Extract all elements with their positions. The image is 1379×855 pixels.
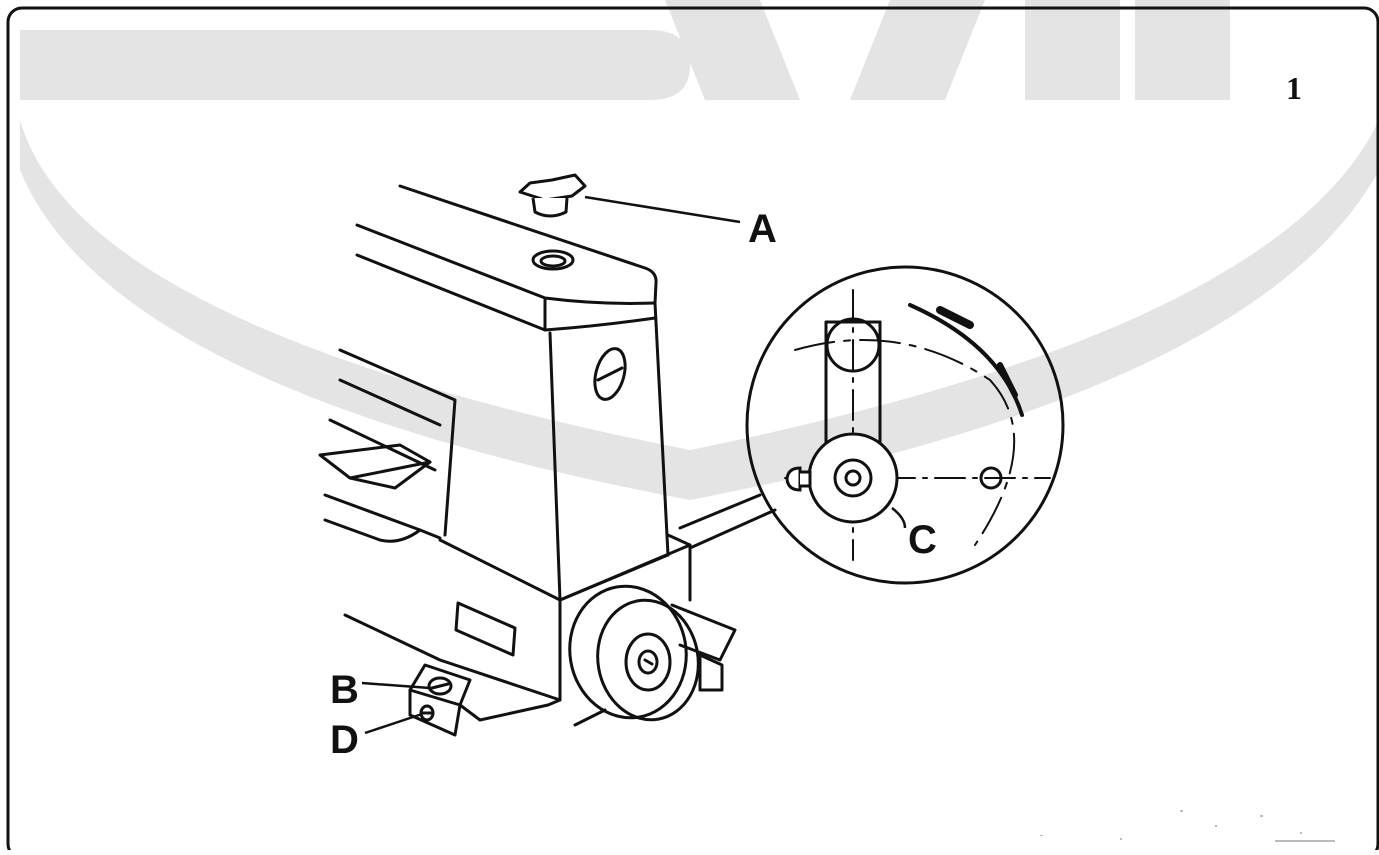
leader-c	[891, 507, 907, 529]
face-plate	[338, 348, 457, 537]
machine-body	[318, 184, 737, 737]
head-front-right-edge	[653, 301, 670, 557]
handwheel-hub	[624, 632, 672, 692]
detail-leader-lower	[688, 508, 777, 550]
watermark-letter-bar-left	[20, 30, 690, 100]
handwheel-center	[637, 649, 659, 675]
face-plate-line-1	[338, 378, 442, 427]
oil-hole	[531, 249, 575, 271]
base-nameplate	[454, 601, 517, 657]
base-edge-under-wheel	[573, 708, 607, 727]
scan-noise	[1040, 810, 1335, 842]
callout-leaders	[361, 195, 907, 735]
arm-lower-edge	[355, 253, 657, 332]
detail-leader-upper	[678, 493, 762, 530]
callout-c: C	[908, 518, 937, 562]
watermark-letter-v-left	[665, 0, 800, 100]
bed-lip	[323, 518, 422, 543]
oil-hole-inner	[539, 254, 567, 268]
callout-d: D	[330, 718, 359, 762]
detail-view	[678, 265, 1065, 585]
watermark-logo	[20, 0, 1379, 500]
foot-pad	[698, 653, 724, 692]
bed-front-line	[323, 493, 442, 540]
detail-scale-mark-1	[936, 306, 974, 329]
face-plate-line-2	[328, 418, 437, 472]
callout-b: B	[330, 668, 359, 712]
leader-b	[361, 681, 431, 690]
detail-scale-arc	[908, 303, 1024, 417]
base-top-edge	[558, 543, 692, 602]
head-front-left-edge	[548, 331, 562, 602]
oil-cap	[518, 173, 587, 218]
screw-b-slot	[430, 682, 450, 690]
leader-a	[584, 195, 741, 224]
watermark-letter-v-right	[850, 0, 985, 100]
detail-set-screw-shank	[798, 470, 812, 488]
bracket	[670, 603, 737, 662]
detail-eccentric-center	[844, 469, 862, 487]
base-right-edge	[666, 533, 692, 602]
detail-eccentric-ring	[833, 458, 873, 498]
detail-dash-arc	[794, 339, 1016, 546]
bobbin-cover-lower	[348, 460, 432, 490]
oil-cap-top	[518, 173, 587, 202]
leader-d	[364, 712, 423, 735]
frame-border	[6, 6, 1379, 855]
handwheel-slot	[643, 658, 654, 666]
head-screw	[593, 347, 627, 401]
watermark-swoosh	[20, 120, 1379, 500]
detail-circle	[745, 265, 1065, 585]
detail-scale-mark-2	[997, 362, 1018, 398]
arm-top-front-edge	[355, 223, 657, 305]
head-screw-slot	[596, 366, 624, 382]
detail-eccentric	[807, 432, 899, 524]
bed-corner-front	[408, 688, 462, 737]
callout-a: A	[748, 207, 777, 251]
bed-front-rail	[458, 698, 562, 722]
oil-cap-body	[531, 197, 569, 218]
detail-reference-hole	[979, 466, 1003, 490]
arm-top-edge	[398, 184, 658, 305]
bed-corner-block	[408, 663, 472, 707]
page-number: 1	[1286, 70, 1302, 106]
watermark-letter-m-right	[1135, 0, 1230, 100]
base-lower-line	[343, 613, 562, 702]
screw-b	[427, 676, 453, 696]
watermark-letter-m-left	[1025, 0, 1120, 100]
screw-d	[419, 704, 435, 722]
detail-set-screw	[785, 466, 802, 492]
